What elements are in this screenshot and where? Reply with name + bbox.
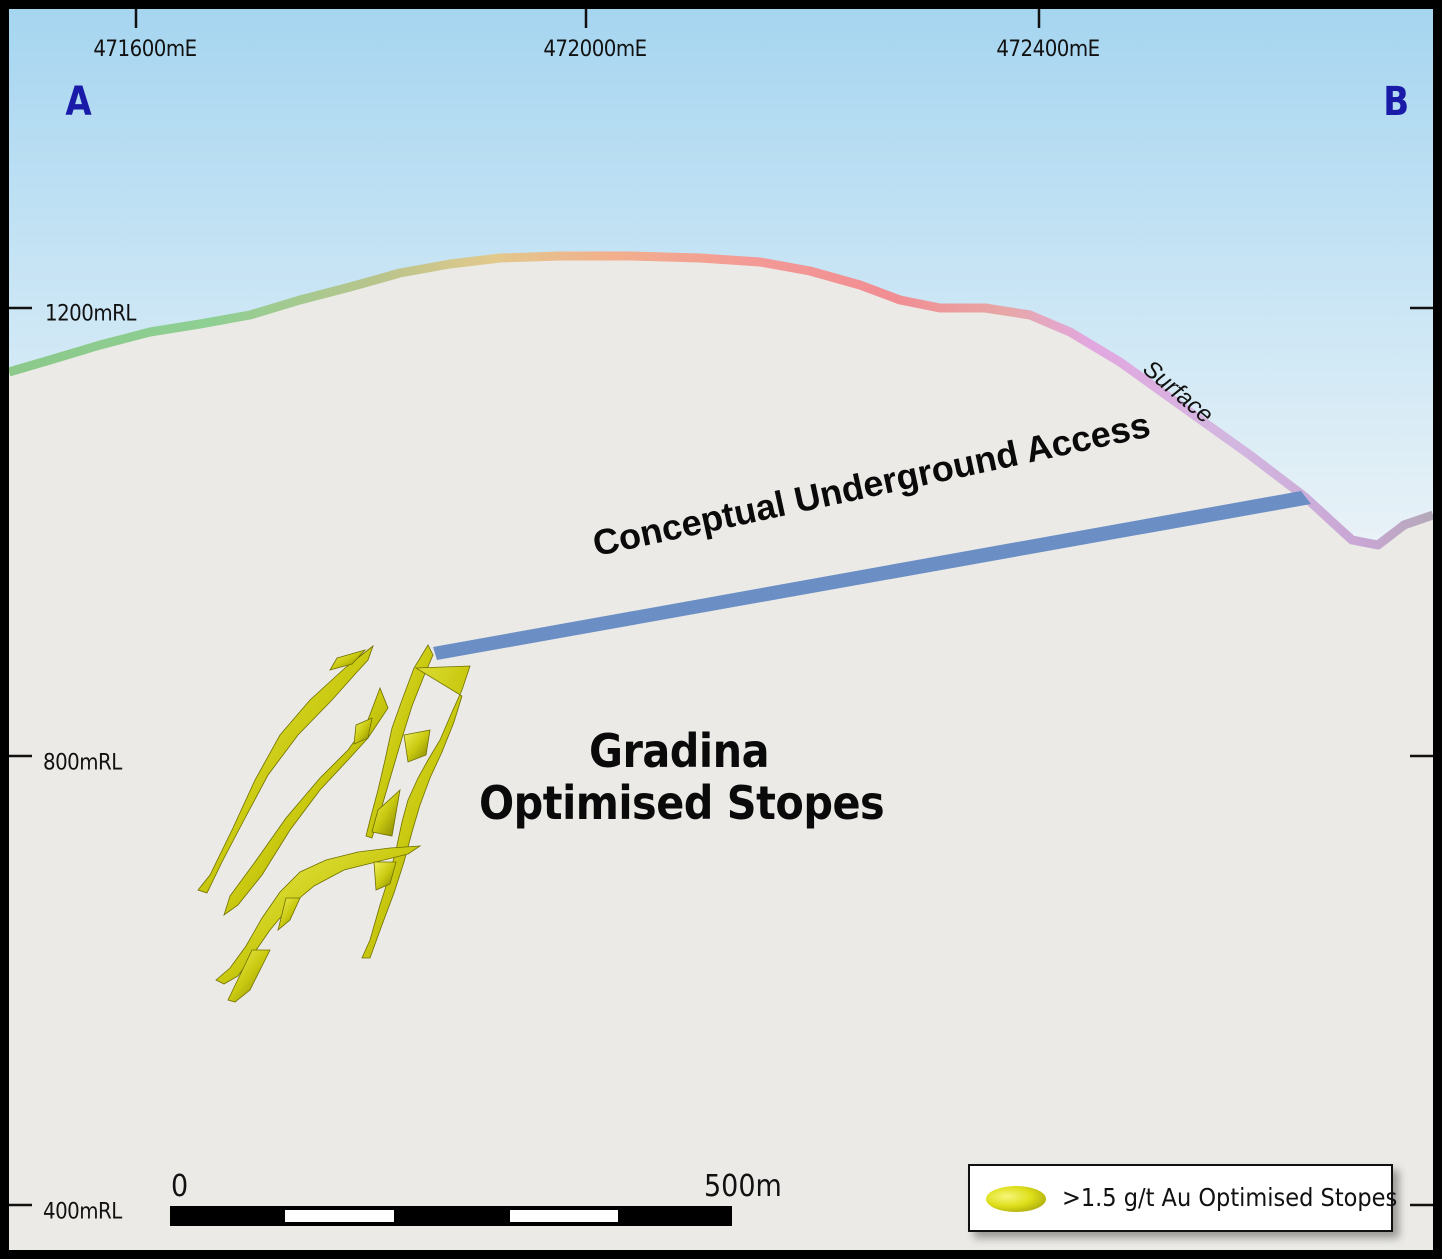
stopes-title-line2: Optimised Stopes [479,776,885,830]
stopes-title-line1: Gradina [589,724,769,778]
legend-swatch-stopes [986,1186,1046,1212]
stopes-title: Gradina Optimised Stopes [479,724,885,830]
easting-label-472400: 472400mE [996,37,1100,62]
easting-label-472000: 472000mE [543,37,647,62]
scale-end-label: 500m [704,1169,782,1204]
rl-label-400: 400mRL [43,1199,122,1225]
scale-bar [170,1206,732,1226]
rl-label-1200: 1200mRL [45,301,136,327]
rl-label-800: 800mRL [43,750,122,776]
legend: >1.5 g/t Au Optimised Stopes [968,1164,1397,1232]
underground-access-line [433,491,1311,660]
legend-entry-label: >1.5 g/t Au Optimised Stopes [1062,1183,1398,1212]
scale-start-label: 0 [171,1169,189,1204]
section-drawing [9,9,1433,1226]
easting-label-471600: 471600mE [93,37,197,62]
topographic-surface [9,251,1433,550]
axis-ticks [9,9,1433,1207]
optimised-stopes [197,644,471,1003]
section-end-b: B [1383,79,1410,125]
sky-area [9,9,1433,545]
section-end-a: A [65,79,92,125]
